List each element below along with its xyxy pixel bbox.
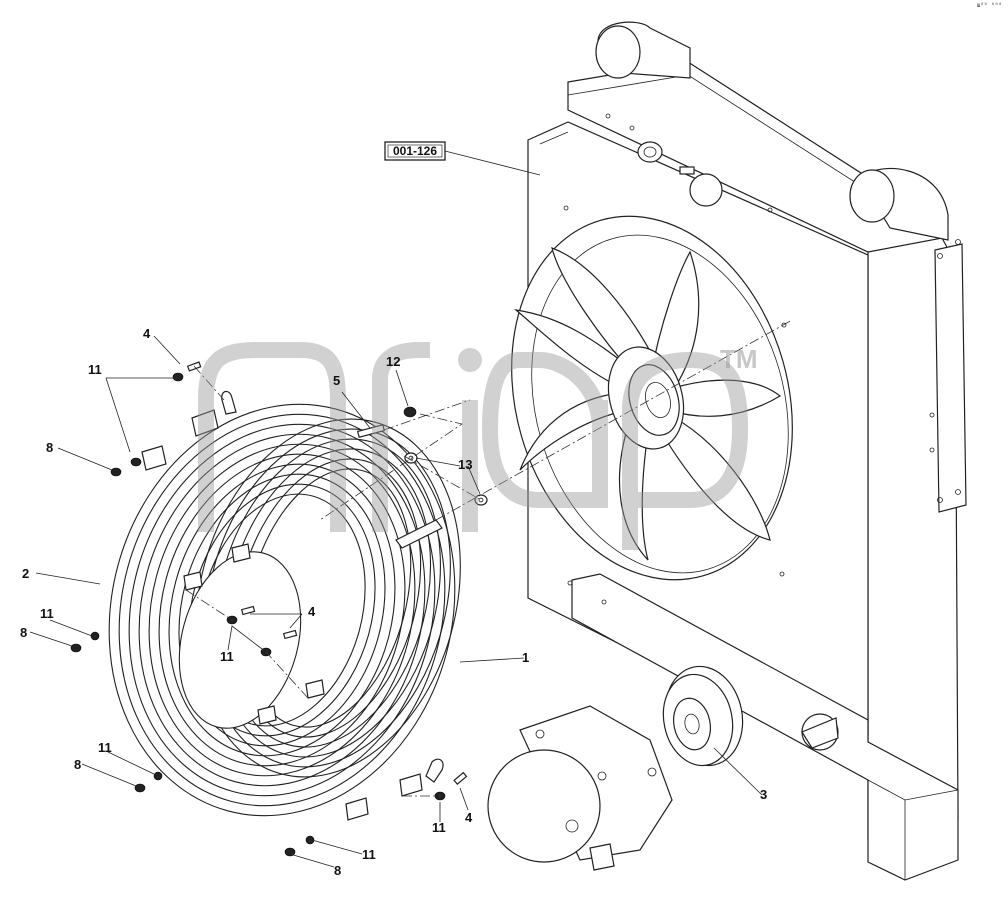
callout-11-lower: 11: [98, 740, 112, 755]
callout-4-middle: 4: [308, 604, 316, 619]
callout-11-center: 11: [220, 649, 234, 664]
hardware: [70, 361, 488, 857]
callout-12: 12: [386, 354, 400, 369]
callout-8-bottom: 8: [334, 863, 341, 878]
callout-4-bottom: 4: [465, 810, 473, 825]
callout-11-top: 11: [88, 362, 102, 377]
assembly-reference: 001-126: [384, 141, 541, 176]
callout-11-left: 11: [40, 606, 54, 621]
watermark-tm: TM: [720, 344, 758, 374]
watermark: TM: [198, 342, 758, 550]
fan-guard: [108, 390, 461, 821]
alternator: [487, 705, 673, 871]
callout-1: 1: [522, 650, 529, 665]
callout-4-top: 4: [143, 326, 151, 341]
radiator-assembly: [511, 21, 967, 881]
callout-8-middle: 8: [20, 625, 27, 640]
corner-code: ш⁰⁰ ⁰⁰⁰: [977, 2, 1002, 9]
assembly-centerlines: [185, 319, 793, 797]
callout-13: 13: [458, 457, 472, 472]
pulley: [662, 665, 744, 767]
callout-2: 2: [22, 566, 29, 581]
callouts: 1 2 3 4 4 4 5 8 8 8 8 11 11 11 11 11 11 …: [20, 326, 767, 878]
callout-3: 3: [760, 787, 767, 802]
reference-label: 001-126: [393, 144, 437, 158]
callout-5: 5: [333, 373, 340, 388]
callout-8-lower: 8: [74, 757, 81, 772]
callout-11-right: 11: [432, 820, 446, 835]
callout-11-bottom: 11: [362, 847, 376, 862]
callout-8-upper: 8: [46, 440, 53, 455]
